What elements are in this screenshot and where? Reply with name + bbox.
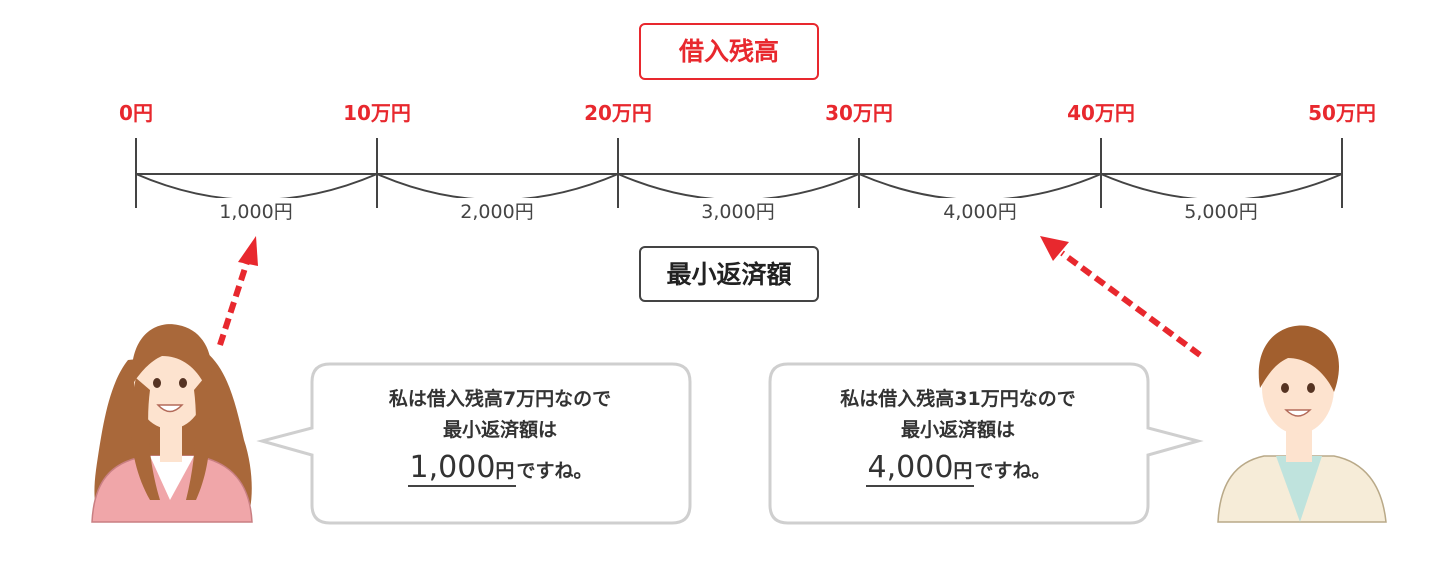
bubble-left-amount-unit: 円 (495, 460, 515, 482)
tick-label-40: 40万円 (1067, 101, 1135, 125)
bubble-right-amount-unit: 円 (953, 460, 973, 482)
speech-bubble-right (768, 362, 1204, 525)
segment-label-3: 3,000円 (695, 198, 781, 226)
arrow-left-head (238, 236, 258, 266)
tick-label-30: 30万円 (825, 101, 893, 125)
bubble-left-amount-line: 1,000円ですね。 (325, 448, 675, 492)
segment-brace-1 (135, 173, 378, 201)
speech-bubble-left (256, 362, 692, 525)
segment-label-2: 2,000円 (454, 198, 540, 226)
min-payment-label: 最小返済額 (639, 246, 819, 302)
bubble-left-amount-value: 1,000 (409, 450, 496, 485)
bubble-left-line1: 私は借入残高7万円なので (388, 388, 612, 410)
tick-label-10: 10万円 (343, 101, 411, 125)
bubble-right-line2: 最小返済額は (900, 419, 1015, 441)
tick-label-50: 50万円 (1308, 101, 1376, 125)
speech-bubble-left-text: 私は借入残高7万円なので 最小返済額は 1,000円ですね。 (325, 384, 675, 492)
segment-brace-4 (858, 173, 1102, 201)
segment-brace-5 (1100, 173, 1343, 201)
segment-brace-2 (376, 173, 619, 201)
man-illustration-icon (1217, 325, 1387, 523)
speech-bubble-right-text: 私は借入残高31万円なので 最小返済額は 4,000円ですね。 (783, 384, 1133, 492)
bubble-right-amount: 4,000円 (865, 450, 975, 487)
bubble-right-line1: 私は借入残高31万円なので (840, 388, 1076, 410)
segment-label-1: 1,000円 (213, 198, 299, 226)
arrow-left-shaft (217, 261, 250, 346)
bubble-right-suffix: ですね。 (974, 460, 1051, 482)
woman-illustration-icon (91, 324, 253, 523)
tick-label-0: 0円 (119, 101, 153, 125)
tick-label-20: 20万円 (584, 101, 652, 125)
segment-label-5: 5,000円 (1178, 198, 1264, 226)
arrow-right-head (1040, 236, 1069, 261)
segment-label-4: 4,000円 (937, 198, 1023, 226)
bubble-left-line2: 最小返済額は (442, 419, 557, 441)
bubble-right-amount-line: 4,000円ですね。 (783, 448, 1133, 492)
segment-brace-3 (617, 173, 860, 201)
arrow-right-shaft (1060, 250, 1202, 358)
balance-title-label: 借入残高 (639, 23, 819, 80)
bubble-left-suffix: ですね。 (516, 460, 593, 482)
bubble-right-amount-value: 4,000 (867, 450, 954, 485)
bubble-left-amount: 1,000円 (407, 450, 517, 487)
